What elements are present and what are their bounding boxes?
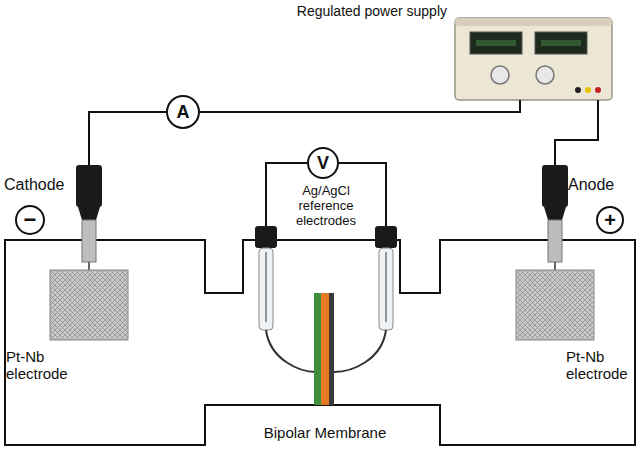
- bipolar-membrane: [314, 293, 334, 405]
- device-label: Regulated power supply: [297, 3, 447, 19]
- symbol-letter: A: [177, 103, 190, 121]
- symbol-letter: V: [317, 154, 329, 172]
- ammeter-symbol: A: [166, 95, 200, 129]
- electrode-label: Pt-Nb electrode: [6, 348, 78, 383]
- cell-outline: [5, 240, 635, 445]
- polarity-sign: −: [15, 205, 45, 235]
- electrode-label: Cathode: [4, 176, 84, 194]
- reference-label: Ag/AgCl reference electrodes: [281, 184, 371, 229]
- electrode-label: Anode: [568, 176, 628, 194]
- membrane-label: Bipolar Membrane: [235, 424, 415, 441]
- electrode-label: Pt-Nb electrode: [566, 348, 638, 383]
- voltmeter-symbol: V: [307, 147, 339, 179]
- symbol-letter: +: [604, 210, 616, 230]
- power-supply-device: [455, 18, 612, 100]
- symbol-letter: −: [24, 209, 37, 231]
- wire-connector: [200, 100, 520, 112]
- power-supply: Regulated power supply: [455, 18, 612, 100]
- polarity-sign: +: [596, 206, 624, 234]
